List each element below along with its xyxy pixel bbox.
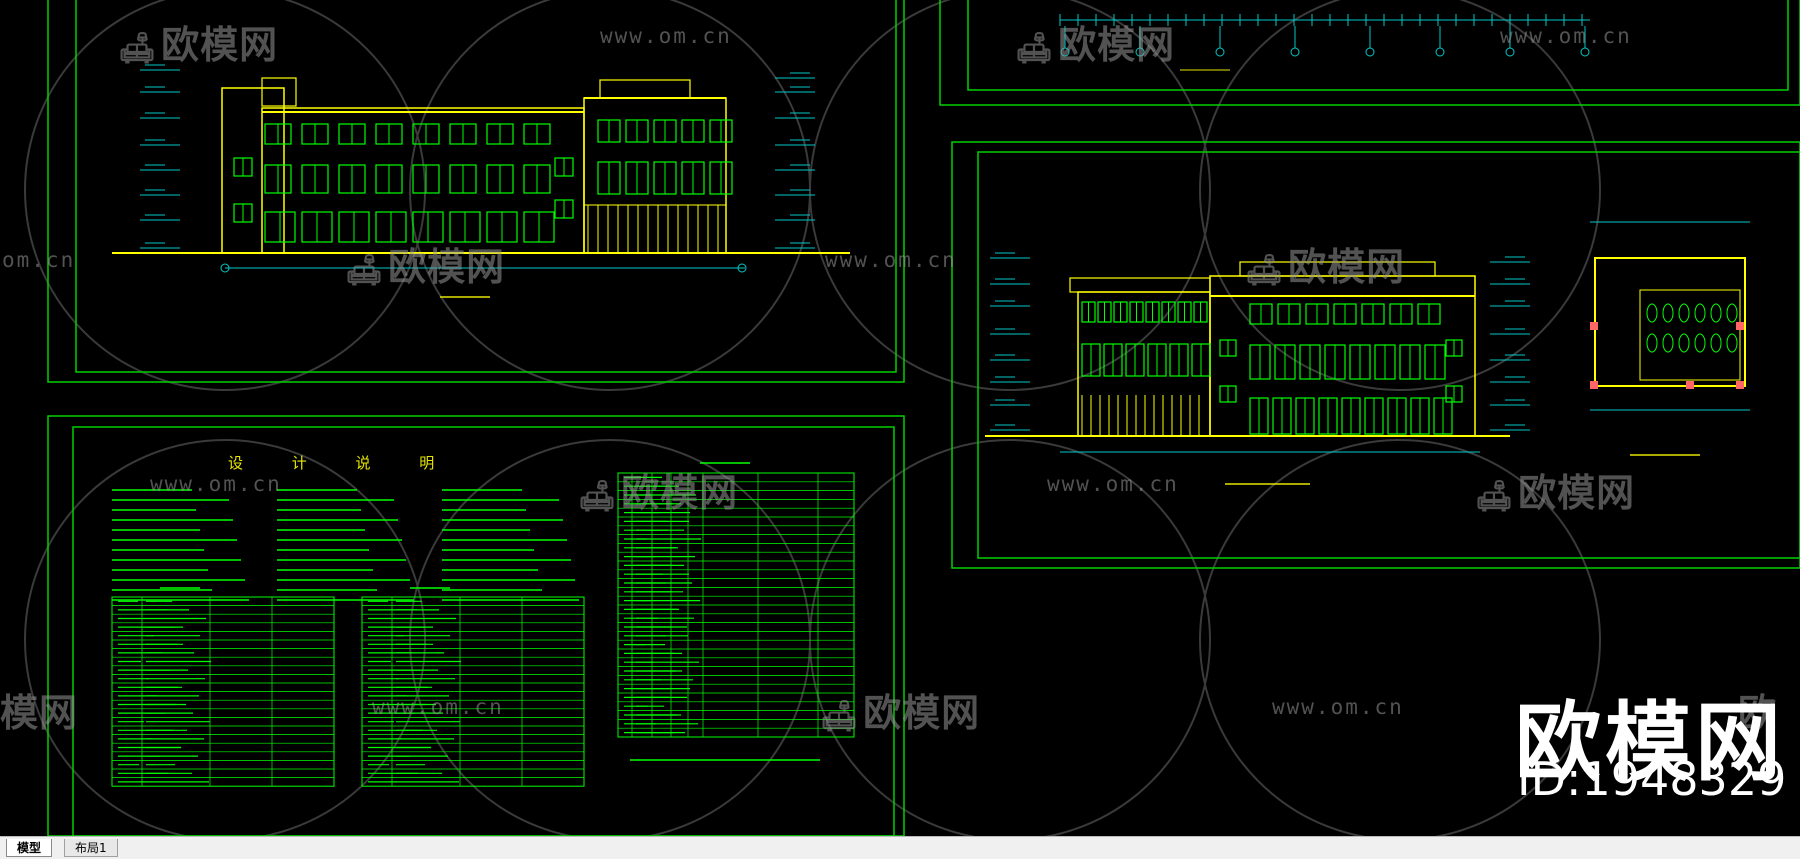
- watermark-logo: 模网: [0, 691, 79, 735]
- fixture: [1726, 333, 1738, 353]
- fixture: [1662, 303, 1674, 323]
- cad-drawing: [24, 0, 1800, 836]
- axis-bubble: [220, 263, 230, 273]
- watermark-logo: 🛋欧模网: [1015, 23, 1176, 67]
- brand-logo-text: 欧模网: [1515, 693, 1785, 793]
- watermark-url: om.cn: [2, 248, 76, 272]
- axis-bubble: [1435, 47, 1445, 57]
- roof-structure: [1069, 277, 1211, 293]
- roof-structure: [599, 79, 691, 99]
- column: [1736, 322, 1744, 330]
- sheet-border: [977, 151, 1800, 559]
- tab-model[interactable]: 模型: [6, 839, 53, 857]
- sofa-icon: 🛋: [1015, 31, 1055, 66]
- fixture: [1726, 303, 1738, 323]
- fixture: [1710, 333, 1722, 353]
- watermark-url: www.om.cn: [1047, 472, 1179, 496]
- watermark-url: www.om.cn: [1500, 24, 1632, 48]
- watermark-circle: [409, 0, 811, 391]
- watermark-circle: [1199, 439, 1601, 836]
- fixture: [1646, 333, 1658, 353]
- fixture: [1678, 333, 1690, 353]
- fixture: [1710, 303, 1722, 323]
- sheet-border: [75, 0, 897, 373]
- watermark-circle: [1199, 0, 1601, 391]
- column: [1590, 381, 1598, 389]
- building-outline: [583, 97, 727, 254]
- axis-bubble: [1290, 47, 1300, 57]
- watermark-logo: 🛋欧模网: [1245, 245, 1406, 289]
- fixture: [1678, 303, 1690, 323]
- sofa-icon: 🛋: [1245, 253, 1285, 288]
- sofa-icon: 🛋: [1475, 479, 1515, 514]
- fixture: [1646, 303, 1658, 323]
- watermark-logo: 🛋欧模网: [118, 23, 279, 67]
- design-notes-title: 设 计 说 明: [228, 454, 457, 472]
- axis-bubble: [1215, 47, 1225, 57]
- axis-bubble: [737, 263, 747, 273]
- axis-bubble: [1505, 47, 1515, 57]
- sofa-icon: 🛋: [118, 31, 158, 66]
- watermark-circle: [24, 0, 426, 391]
- watermark-circle: [809, 439, 1211, 836]
- watermark-logo: 欧: [1738, 691, 1778, 735]
- column: [1736, 381, 1744, 389]
- drawing-canvas[interactable]: 设 计 说 明 🛋欧模网 www.om.cn 🛋欧模网 www.om.cn om…: [0, 0, 1800, 836]
- room: [1639, 289, 1741, 381]
- roof-structure: [1239, 261, 1436, 277]
- building-outline: [261, 107, 585, 254]
- sheet-border: [967, 0, 1789, 91]
- watermark-logo: 🛋欧模网: [820, 691, 981, 735]
- layout-tab-bar: 模型 布局1: [0, 836, 1800, 859]
- model-id: ID:1948329: [1517, 752, 1787, 806]
- tab-layout1[interactable]: 布局1: [64, 839, 118, 857]
- sheet-border: [72, 426, 895, 836]
- sofa-icon: 🛋: [345, 253, 385, 288]
- sheet-frame: [47, 0, 905, 383]
- sheet-frame: [47, 415, 905, 836]
- watermark-url: www.om.cn: [1272, 695, 1404, 719]
- fixture: [1694, 333, 1706, 353]
- sheet-frame: [939, 0, 1800, 106]
- watermark-url: www.om.cn: [600, 24, 732, 48]
- fixture: [1662, 333, 1674, 353]
- axis-bubble: [1580, 47, 1590, 57]
- watermark-logo: 🛋欧模网: [578, 471, 739, 515]
- column: [1686, 381, 1694, 389]
- watermark-logo: 🛋欧模网: [1475, 471, 1636, 515]
- building-outline: [261, 77, 297, 107]
- axis-bubble: [1365, 47, 1375, 57]
- fixture: [1694, 303, 1706, 323]
- floor-plan-outline: [1594, 257, 1746, 387]
- sofa-icon: 🛋: [578, 479, 618, 514]
- watermark-url: www.om.cn: [150, 472, 282, 496]
- watermark-url: www.om.cn: [825, 248, 957, 272]
- column: [1590, 322, 1598, 330]
- sheet-frame: [951, 141, 1800, 569]
- watermark-url: www.om.cn: [372, 695, 504, 719]
- watermark-logo: 🛋欧模网: [345, 245, 506, 289]
- sofa-icon: 🛋: [820, 699, 860, 734]
